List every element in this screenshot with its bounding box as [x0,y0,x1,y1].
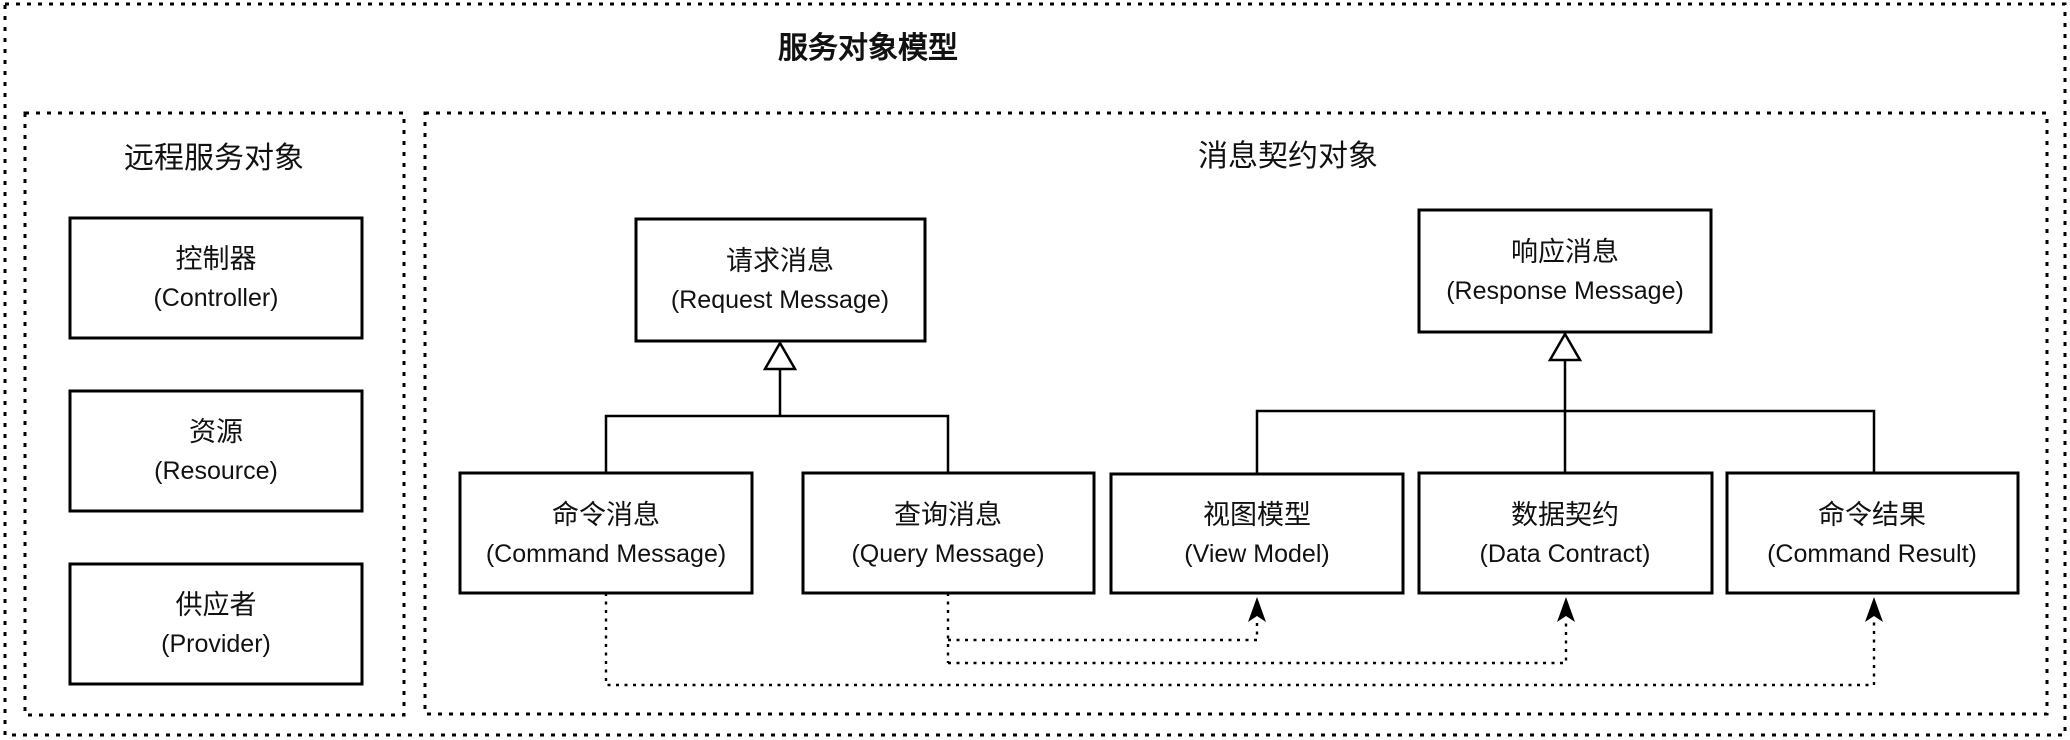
controller-label-zh: 控制器 [176,244,257,274]
view-model-label-en: (View Model) [1184,540,1329,568]
response-message-box [1417,208,1713,334]
resource-box [68,389,364,513]
outer-border [3,2,2067,737]
node-command-message: 命令消息 (Command Message) [458,471,754,595]
provider-box [68,562,364,686]
command-message-label-en: (Command Message) [486,540,726,568]
message-contract-panel-border [423,111,2049,716]
dependency-arrowhead-commandresult [1865,597,1883,622]
message-contract-panel-title: 消息契约对象 [1198,140,1378,173]
command-message-box [458,471,754,595]
node-command-result: 命令结果 (Command Result) [1725,471,2020,595]
response-message-label-zh: 响应消息 [1511,237,1619,267]
request-message-label-zh: 请求消息 [726,246,834,276]
controller-label-en: (Controller) [153,284,278,312]
hollow-triangle-arrowhead-response [1547,331,1583,362]
data-contract-box [1417,471,1714,595]
view-model-box [1109,472,1405,595]
dependency-query-to-datacontract [948,620,1568,665]
diagram-title: 服务对象模型 [778,32,958,65]
provider-label-en: (Provider) [161,630,271,658]
node-provider: 供应者 (Provider) [68,562,364,686]
node-response-message: 响应消息 (Response Message) [1417,208,1713,334]
node-view-model: 视图模型 (View Model) [1109,472,1405,595]
command-message-label-zh: 命令消息 [552,500,660,530]
hollow-triangle-arrowhead-request [762,340,798,371]
request-message-label-en: (Request Message) [671,286,889,314]
node-query-message: 查询消息 (Query Message) [801,471,1096,595]
data-contract-label-zh: 数据契约 [1511,500,1619,530]
resource-label-zh: 资源 [189,417,243,447]
provider-label-zh: 供应者 [176,590,257,620]
response-message-label-en: (Response Message) [1446,277,1684,305]
remote-service-panel-title: 远程服务对象 [124,142,304,175]
remote-service-panel-border [23,111,406,717]
request-message-box [634,217,927,343]
dependency-arrowhead-datacontract [1557,597,1575,622]
query-message-label-zh: 查询消息 [894,500,1002,530]
command-result-label-zh: 命令结果 [1818,500,1926,530]
generalization-lines-request [604,368,950,473]
query-message-label-en: (Query Message) [851,540,1044,568]
node-request-message: 请求消息 (Request Message) [634,217,927,343]
node-resource: 资源 (Resource) [68,389,364,513]
dependency-arrowhead-viewmodel [1248,597,1266,622]
node-data-contract: 数据契约 (Data Contract) [1417,471,1714,595]
data-contract-label-en: (Data Contract) [1480,540,1651,568]
command-result-box [1725,471,2020,595]
query-message-box [801,471,1096,595]
node-controller: 控制器 (Controller) [68,216,364,340]
view-model-label-zh: 视图模型 [1203,500,1311,530]
command-result-label-en: (Command Result) [1767,540,1977,568]
resource-label-en: (Resource) [154,457,278,485]
controller-box [68,216,364,340]
generalization-lines-response [1255,359,1876,473]
dependency-query-to-viewmodel [948,620,1259,642]
